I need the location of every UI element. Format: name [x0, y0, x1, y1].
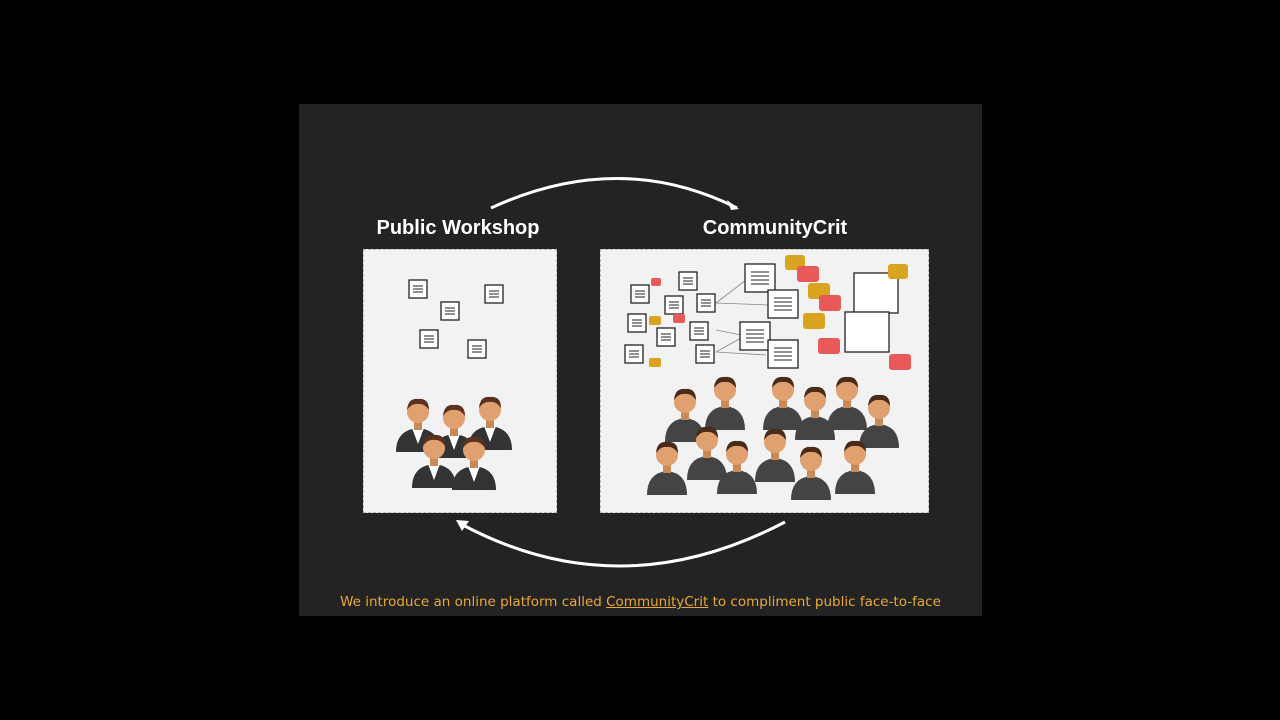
document-icon	[656, 327, 676, 347]
public-workshop-illustration	[396, 279, 512, 490]
document-icon	[695, 344, 715, 364]
document-icon	[689, 321, 709, 341]
public-workshop-title: Public Workshop	[376, 217, 540, 239]
document-icon	[408, 279, 428, 299]
document-icon	[419, 329, 439, 349]
top-arrow-icon	[490, 177, 738, 210]
slide-caption: We introduce an online platform called C…	[299, 594, 982, 610]
people-illustration	[647, 376, 899, 500]
slide: Public Workshop CommunityCrit	[299, 104, 982, 616]
bottom-arrowhead-icon	[456, 520, 469, 531]
document-icon	[744, 263, 776, 293]
top-arrowhead-icon	[727, 200, 739, 210]
public-workshop-panel	[363, 249, 557, 513]
document-icon	[678, 271, 698, 291]
document-icon	[440, 301, 460, 321]
document-icon	[630, 284, 650, 304]
cycle-arrows	[456, 177, 786, 568]
document-icon	[664, 295, 684, 315]
communitycrit-panel	[600, 249, 929, 513]
communitycrit-link[interactable]: CommunityCrit	[606, 594, 709, 610]
bottom-arrow-icon	[460, 520, 786, 568]
document-icon	[767, 339, 799, 369]
document-icon	[739, 321, 771, 351]
document-icon	[484, 284, 504, 304]
document-icon	[767, 289, 799, 319]
document-icon	[696, 293, 716, 313]
document-icon	[844, 311, 890, 353]
caption-text-end: to compliment public face-to-face	[708, 594, 941, 610]
document-icon	[627, 313, 647, 333]
communitycrit-illustration	[624, 255, 911, 500]
connection-lines	[715, 279, 770, 356]
comment-bubbles	[649, 255, 911, 370]
caption-text-start: We introduce an online platform called	[340, 594, 607, 610]
document-icon	[467, 339, 487, 359]
document-icon	[624, 344, 644, 364]
people-illustration	[396, 396, 512, 490]
communitycrit-title: CommunityCrit	[702, 217, 848, 239]
